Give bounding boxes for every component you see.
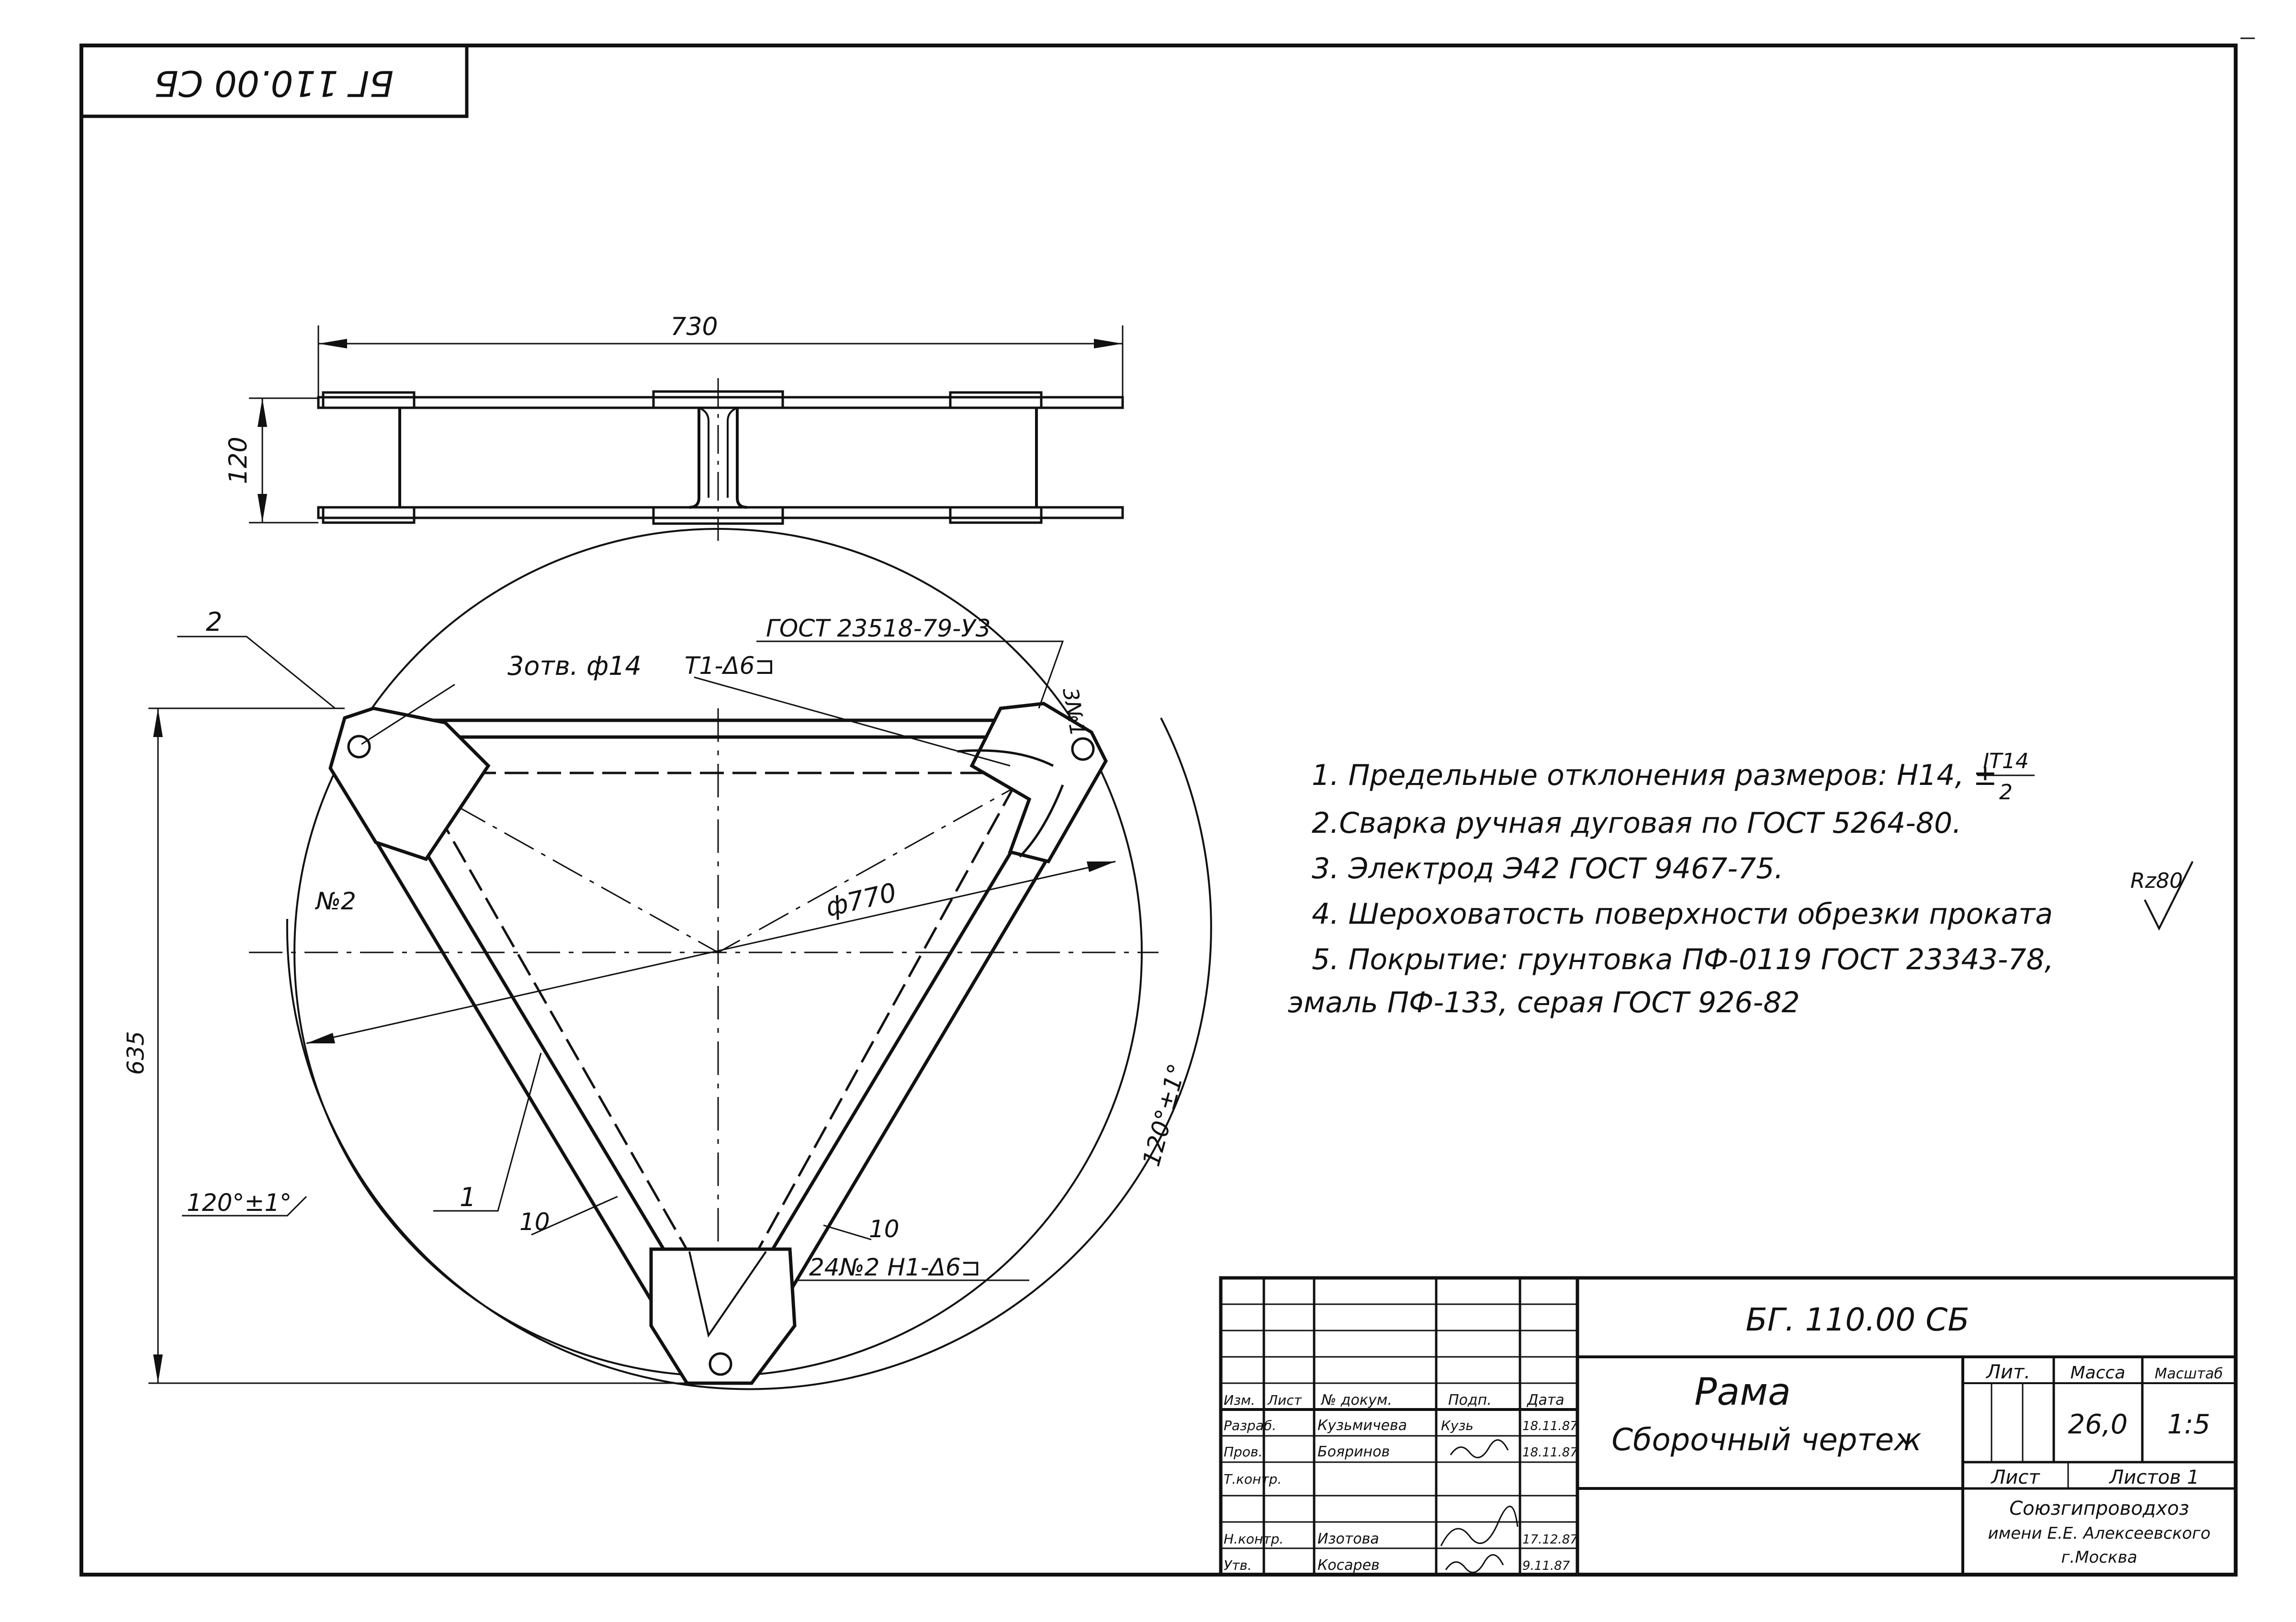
row-role: Разраб. bbox=[1224, 1418, 1276, 1433]
lit-label: Лит. bbox=[1985, 1361, 2030, 1383]
doc-type: Сборочный чертеж bbox=[1611, 1422, 1922, 1458]
roughness-symbol bbox=[2144, 861, 2194, 931]
stamp-code: БГ 110.00 СБ bbox=[154, 62, 394, 103]
roughness-label: Rz80 bbox=[2130, 869, 2183, 893]
row-date: 18.11.87 bbox=[1522, 1445, 1578, 1460]
callout-weld-mark-left: №2 bbox=[315, 887, 356, 915]
technical-notes: 1. Предельные отклонения размеров: Н14, … bbox=[1288, 749, 2194, 1019]
row-name: Косарев bbox=[1317, 1557, 1380, 1574]
drawing-frame bbox=[79, 37, 2255, 1577]
callout-dim-10-left: 10 bbox=[519, 1208, 550, 1236]
note-5: 5. Покрытие: грунтовка ПФ-0119 ГОСТ 2334… bbox=[1312, 943, 2054, 976]
row-date: 17.12.87 bbox=[1522, 1533, 1578, 1547]
hdr-doc-no: № докум. bbox=[1320, 1392, 1392, 1409]
row-name: Бояринов bbox=[1317, 1443, 1390, 1460]
row-name: Изотова bbox=[1317, 1531, 1379, 1547]
row-role: Н.контр. bbox=[1224, 1531, 1283, 1547]
note-3: 3. Электрод Э42 ГОСТ 9467-75. bbox=[1312, 852, 1783, 885]
row-role: Утв. bbox=[1224, 1557, 1252, 1573]
row-date: 18.11.87 bbox=[1522, 1419, 1578, 1433]
org-line-2: имени Е.Е. Алексеевского bbox=[1988, 1524, 2211, 1543]
signature-mark bbox=[1445, 1554, 1504, 1573]
signature-mark bbox=[1450, 1439, 1509, 1458]
callout-weld-bottom: 24№2 Н1-Δ6⊐ bbox=[809, 1253, 981, 1281]
row-date: 9.11.87 bbox=[1522, 1559, 1570, 1573]
callout-pos1: 1 bbox=[460, 1182, 476, 1212]
callout-holes: 3отв. ф14 bbox=[507, 651, 642, 681]
plan-view bbox=[148, 528, 1212, 1390]
hdr-date: Дата bbox=[1526, 1392, 1564, 1409]
callout-dim-10-right: 10 bbox=[869, 1215, 900, 1243]
note-1: 1. Предельные отклонения размеров: Н14, … bbox=[1312, 759, 1997, 792]
part-name: Рама bbox=[1694, 1371, 1790, 1414]
callout-angle-left: 120°±1° bbox=[187, 1189, 292, 1217]
title-block bbox=[1219, 1276, 2238, 1577]
callout-angle-right: 120°±1° bbox=[1137, 1061, 1192, 1169]
note-1-frac-num: IT14 bbox=[1983, 749, 2029, 773]
row-role: Пров. bbox=[1224, 1444, 1262, 1460]
scale-value: 1:5 bbox=[2167, 1409, 2210, 1440]
scale-label: Масштаб bbox=[2155, 1365, 2223, 1382]
dim-height-label: 120 bbox=[224, 436, 253, 484]
dim-length-label: 730 bbox=[670, 313, 718, 341]
row-role: Т.контр. bbox=[1224, 1471, 1282, 1487]
note-5b: эмаль ПФ-133, серая ГОСТ 926-82 bbox=[1288, 986, 1800, 1019]
sheet-label: Лист bbox=[1990, 1466, 2040, 1488]
hdr-sign: Подп. bbox=[1448, 1392, 1492, 1409]
note-1-frac-den: 2 bbox=[1999, 780, 2013, 805]
callout-pos2: 2 bbox=[206, 607, 222, 637]
callout-diameter: ф770 bbox=[823, 877, 900, 923]
mass-label: Масса bbox=[2071, 1363, 2126, 1383]
row-sign: Кузь bbox=[1441, 1418, 1474, 1433]
org-line-3: г.Москва bbox=[2061, 1548, 2138, 1567]
sheets-label: Листов 1 bbox=[2108, 1466, 2199, 1488]
hdr-list: Лист bbox=[1267, 1392, 1302, 1408]
note-2: 2.Сварка ручная дуговая по ГОСТ 5264-80. bbox=[1312, 806, 1961, 840]
callout-weld-standard: ГОСТ 23518-79-У3 bbox=[766, 615, 991, 642]
org-line-1: Союзгипроводхоз bbox=[2009, 1498, 2189, 1520]
note-4: 4. Шероховатость поверхности обрезки про… bbox=[1312, 897, 2053, 931]
callout-height: 635 bbox=[123, 1031, 149, 1075]
callout-weld-1: Т1-Δ6⊐ bbox=[685, 652, 775, 680]
row-name: Кузьмичева bbox=[1317, 1417, 1407, 1434]
top-view bbox=[249, 325, 1124, 541]
mass-value: 26,0 bbox=[2068, 1409, 2128, 1440]
designation: БГ. 110.00 СБ bbox=[1745, 1301, 1969, 1338]
hdr-izm: Изм. bbox=[1224, 1392, 1255, 1408]
stamp-box: БГ 110.00 СБ bbox=[79, 44, 469, 118]
signature-mark bbox=[1440, 1505, 1519, 1546]
